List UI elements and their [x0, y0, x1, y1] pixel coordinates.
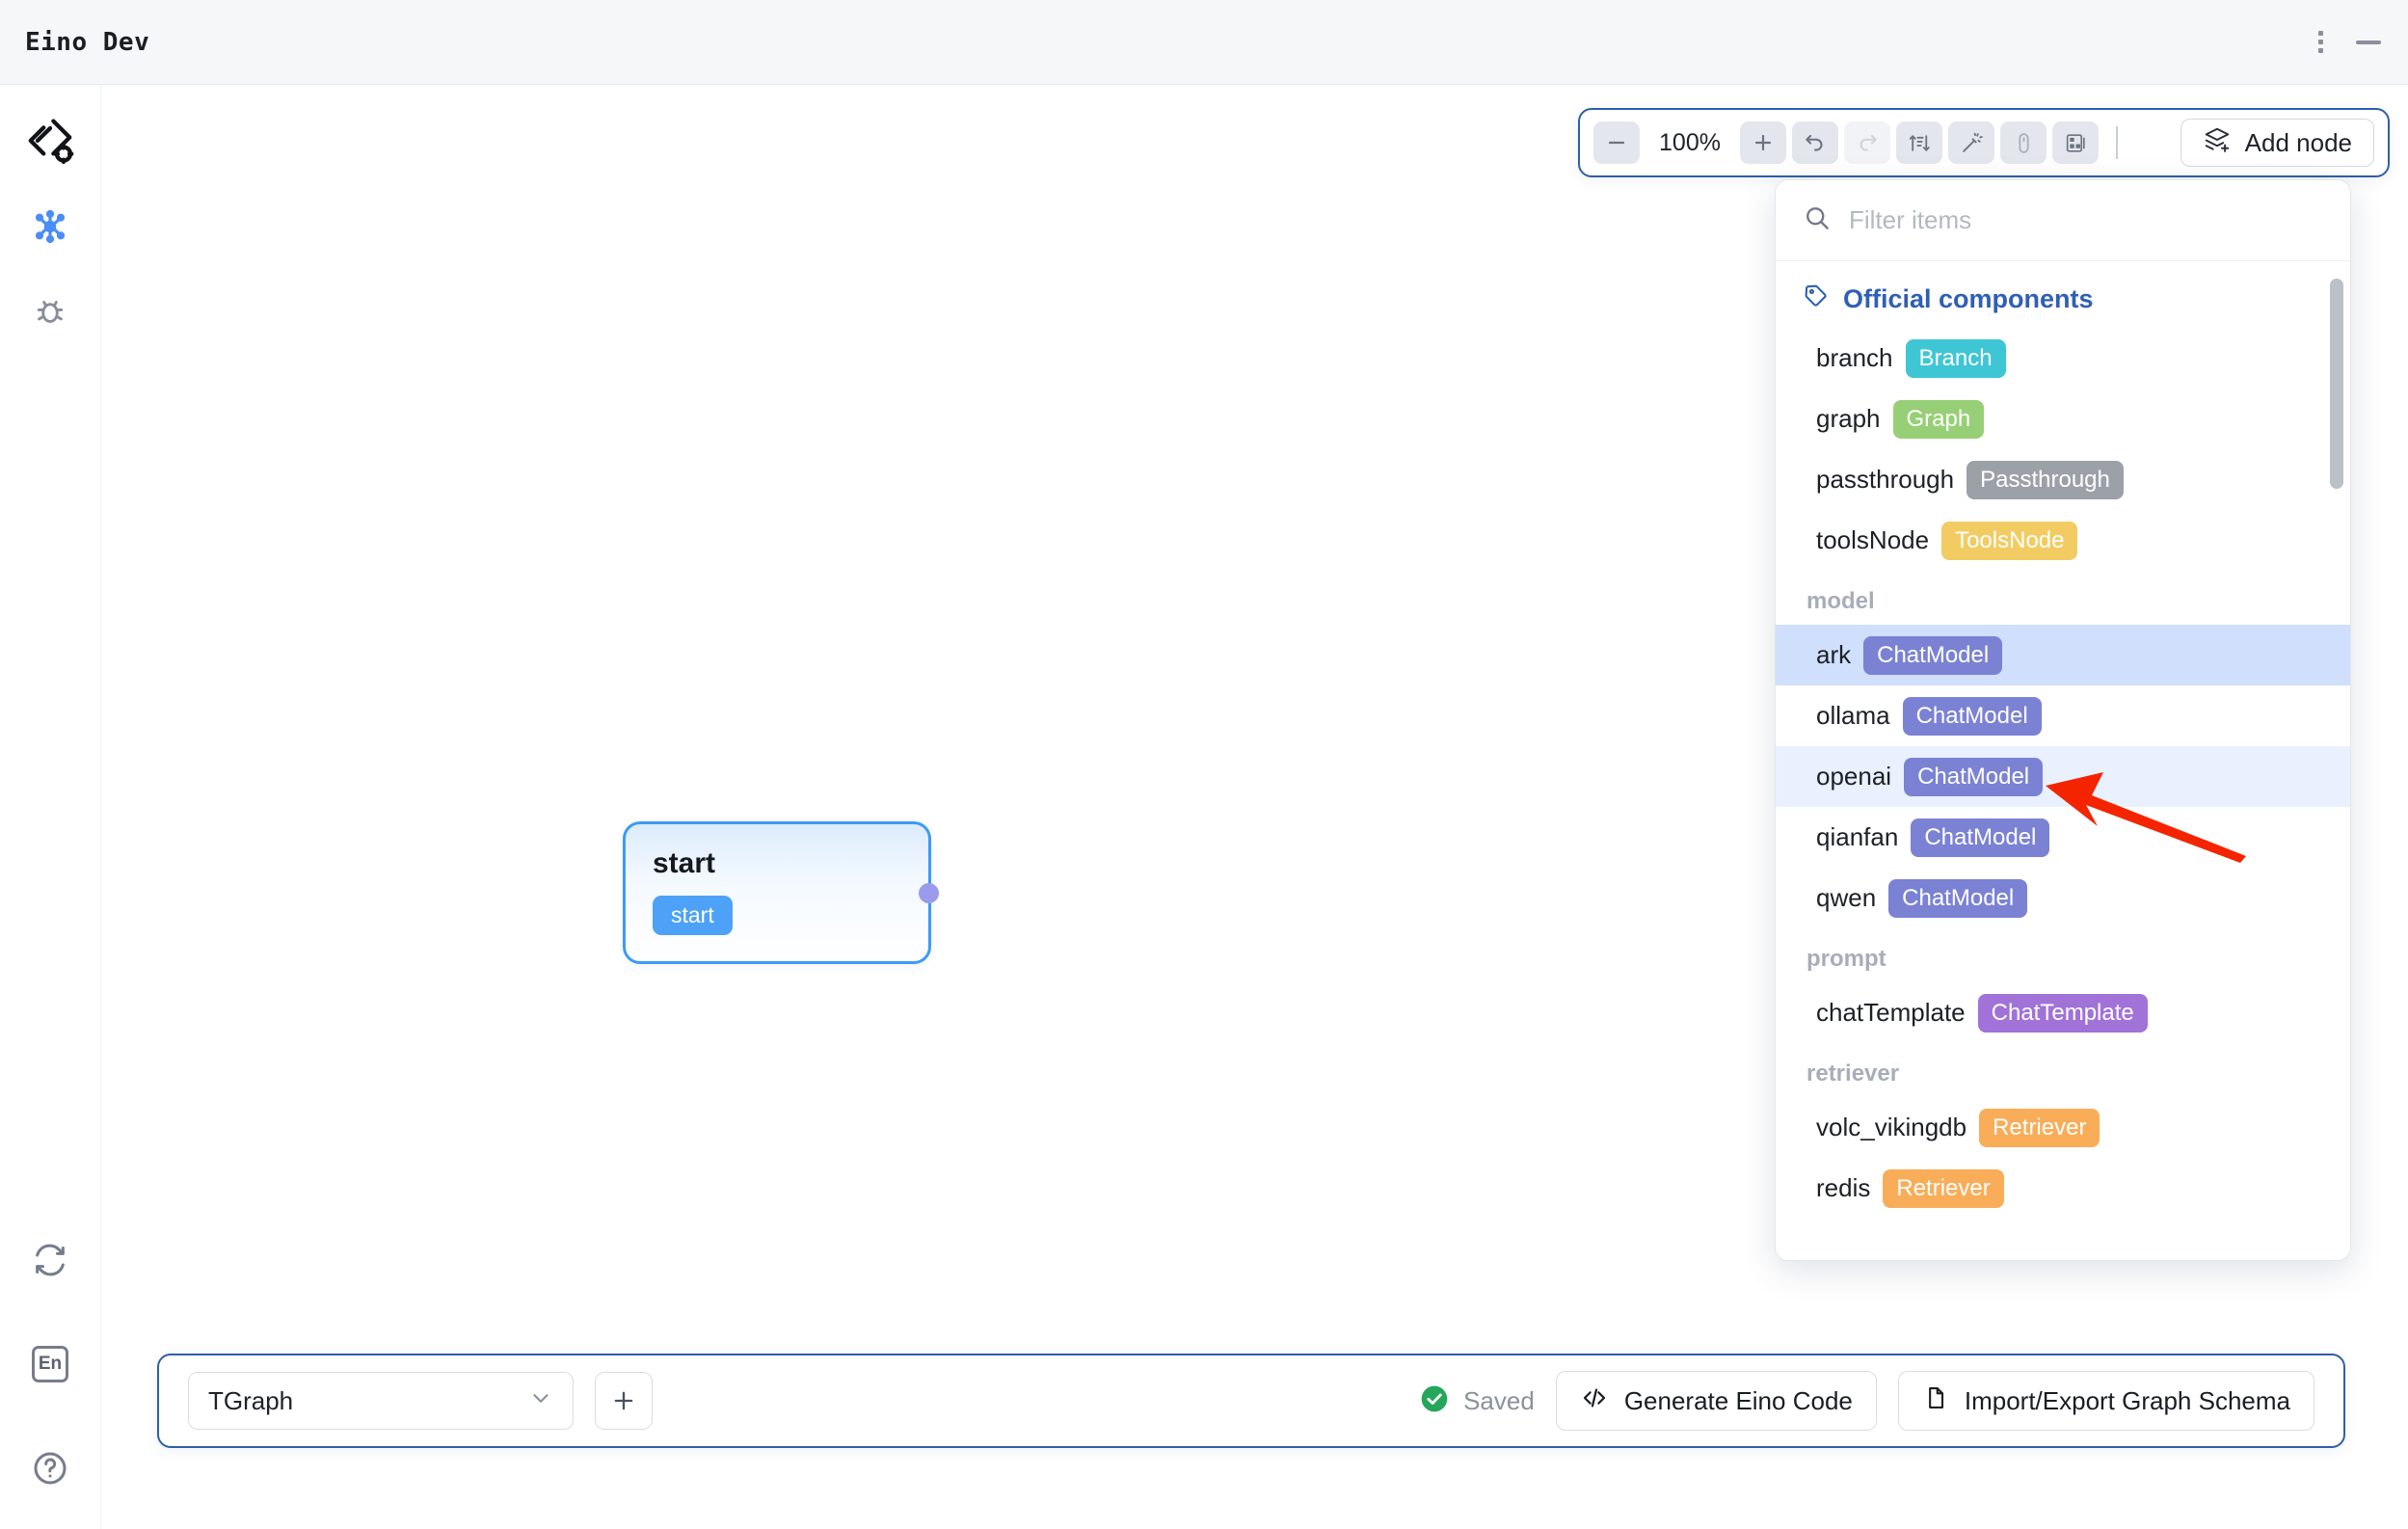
language-label: En — [32, 1346, 68, 1382]
component-row-redis[interactable]: redis Retriever — [1776, 1158, 2350, 1219]
component-row-name: qianfan — [1816, 822, 1899, 851]
minimap-button[interactable] — [2052, 121, 2099, 164]
bottom-toolbar: TGraph Saved Generate Eino Co — [157, 1354, 2345, 1448]
undo-button[interactable] — [1792, 121, 1838, 164]
node-start-output-handle[interactable] — [919, 883, 939, 903]
component-type-badge: ChatTemplate — [1977, 993, 2148, 1033]
component-row-volc_vikingdb[interactable]: volc_vikingdb Retriever — [1776, 1097, 2350, 1158]
magic-wand-button[interactable] — [1948, 121, 1994, 164]
panel-scrollbar[interactable] — [2330, 279, 2343, 1243]
component-row-name: toolsNode — [1816, 525, 1930, 554]
component-type-badge: ChatModel — [1904, 757, 2044, 796]
component-row-name: branch — [1816, 343, 1893, 372]
left-sidebar: En — [0, 85, 101, 1529]
node-start-badge: start — [653, 896, 733, 935]
sync-icon[interactable] — [20, 1230, 80, 1290]
component-row-name: ark — [1816, 640, 1852, 669]
minimize-icon[interactable] — [2346, 20, 2391, 65]
component-group-label-prompt: prompt — [1806, 946, 1886, 972]
generate-eino-code-label: Generate Eino Code — [1623, 1385, 1853, 1415]
component-type-badge: ChatModel — [1911, 818, 2050, 857]
language-icon[interactable]: En — [20, 1334, 80, 1394]
component-row-name: ollama — [1816, 701, 1890, 730]
official-components-label: Official components — [1843, 284, 2094, 313]
component-row-branch[interactable]: branch Branch — [1776, 328, 2350, 389]
component-type-badge: Retriever — [1979, 1108, 2100, 1147]
window-titlebar: Eino Dev — [0, 0, 2408, 85]
saved-label: Saved — [1463, 1385, 1535, 1415]
eino-logo-icon — [20, 112, 80, 172]
component-type-badge: ChatModel — [1902, 696, 2042, 736]
toolbar-divider — [2116, 126, 2118, 159]
component-row-qwen[interactable]: qwen ChatModel — [1776, 868, 2350, 928]
add-node-label: Add node — [2244, 127, 2352, 157]
component-type-badge: Graph — [1892, 399, 1985, 439]
zoom-in-button[interactable] — [1740, 121, 1786, 164]
code-brackets-icon — [1580, 1383, 1609, 1419]
component-row-name: graph — [1816, 404, 1881, 433]
check-circle-icon — [1419, 1383, 1450, 1419]
list-fade — [1776, 1228, 2350, 1260]
component-search-row — [1776, 180, 2350, 261]
add-node-button[interactable]: Add node — [2180, 119, 2374, 167]
auto-layout-button[interactable] — [1896, 121, 1942, 164]
help-circle-icon[interactable] — [20, 1438, 80, 1498]
component-row-name: openai — [1816, 762, 1892, 791]
sidebar-bottom-group: En — [20, 1186, 80, 1529]
component-row-openai[interactable]: openai ChatModel — [1776, 746, 2350, 807]
tag-icon — [1803, 282, 1830, 316]
zoom-level[interactable]: 100% — [1659, 128, 1721, 156]
chevron-down-icon — [528, 1385, 553, 1417]
save-status: Saved — [1419, 1383, 1535, 1419]
sidebar-item-debug[interactable] — [20, 282, 80, 341]
component-row-chatTemplate[interactable]: chatTemplate ChatTemplate — [1776, 982, 2350, 1043]
component-picker-panel: Official components branch Branch graph Gra… — [1775, 179, 2351, 1261]
component-row-passthrough[interactable]: passthrough Passthrough — [1776, 449, 2350, 510]
component-row-ollama[interactable]: ollama ChatModel — [1776, 685, 2350, 746]
component-type-badge: Passthrough — [1967, 460, 2124, 499]
component-row-qianfan[interactable]: qianfan ChatModel — [1776, 807, 2350, 868]
component-row-name: qwen — [1816, 883, 1877, 912]
document-icon — [1922, 1384, 1949, 1418]
sidebar-item-graph[interactable] — [20, 197, 80, 256]
search-input[interactable] — [1849, 205, 2323, 235]
app-title: Eino Dev — [25, 27, 150, 57]
mouse-button[interactable] — [2000, 121, 2047, 164]
component-type-badge: Retriever — [1883, 1168, 2004, 1208]
component-type-badge: ChatModel — [1863, 635, 2003, 675]
component-list[interactable]: Official components branch Branch graph Gra… — [1776, 261, 2350, 1260]
node-start-title: start — [653, 847, 716, 879]
redo-button[interactable] — [1844, 121, 1890, 164]
component-type-badge: ToolsNode — [1941, 521, 2078, 560]
canvas-toolbar: 100% — [1578, 108, 2390, 177]
component-row-graph[interactable]: graph Graph — [1776, 389, 2350, 449]
layers-plus-icon — [2203, 125, 2232, 161]
official-components-header: Official components — [1776, 261, 2350, 328]
component-type-badge: ChatModel — [1888, 878, 2028, 918]
more-vertical-icon[interactable] — [2298, 20, 2342, 65]
graph-select-value: TGraph — [208, 1385, 294, 1415]
component-row-ark[interactable]: ark ChatModel — [1776, 625, 2350, 685]
zoom-out-button[interactable] — [1593, 121, 1640, 164]
search-icon — [1803, 203, 1832, 237]
import-export-schema-button[interactable]: Import/Export Graph Schema — [1897, 1371, 2314, 1431]
import-export-schema-label: Import/Export Graph Schema — [1964, 1385, 2290, 1415]
component-group-label-retriever: retriever — [1806, 1060, 1900, 1086]
node-start[interactable]: start start — [623, 821, 939, 964]
graph-select[interactable]: TGraph — [188, 1372, 574, 1430]
component-row-name: redis — [1816, 1173, 1871, 1202]
component-row-name: passthrough — [1816, 465, 1955, 494]
component-group-label-model: model — [1806, 588, 1875, 614]
component-row-toolsNode[interactable]: toolsNode ToolsNode — [1776, 510, 2350, 571]
component-row-name: volc_vikingdb — [1816, 1113, 1967, 1141]
add-graph-button[interactable] — [595, 1372, 653, 1430]
component-type-badge: Branch — [1905, 338, 2006, 378]
component-rows-top: branch Branch graph Graph passthrough Passthr… — [1776, 328, 2350, 571]
component-row-name: chatTemplate — [1816, 998, 1966, 1027]
window-controls — [2298, 20, 2408, 65]
generate-eino-code-button[interactable]: Generate Eino Code — [1555, 1371, 1877, 1431]
